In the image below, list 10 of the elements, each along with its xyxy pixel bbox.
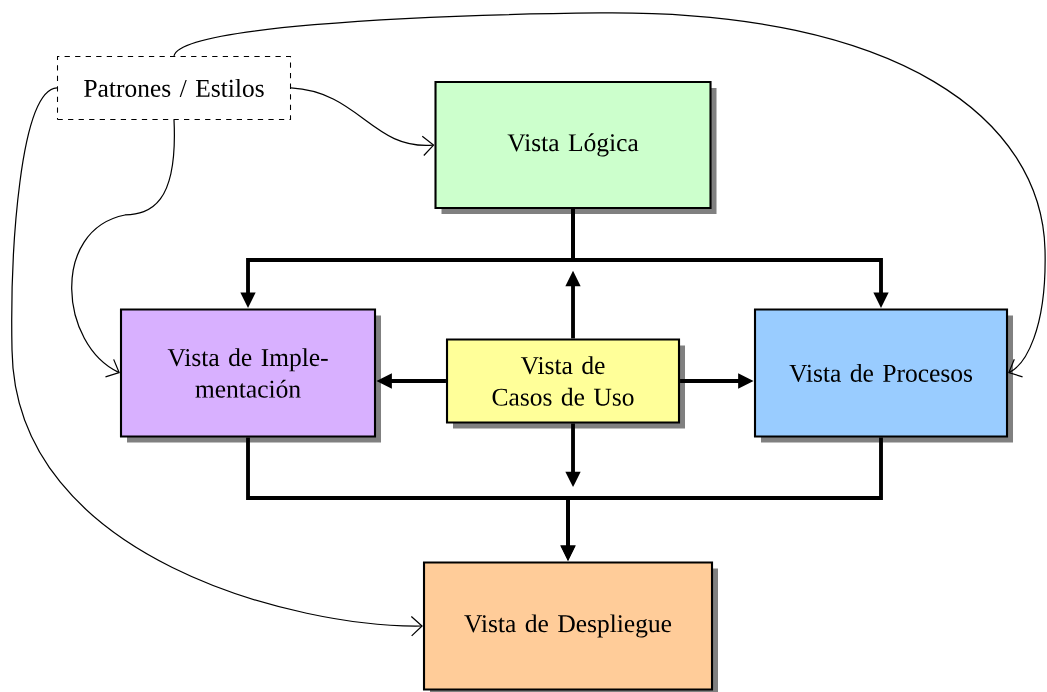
view-box: Vista de Procesos xyxy=(753,308,1013,443)
view-box: Vista de Despliegue xyxy=(422,561,718,692)
arrow xyxy=(11,87,423,637)
arrow xyxy=(71,119,175,378)
view-box: Vista de Casos de Uso xyxy=(445,338,685,429)
arrow xyxy=(290,87,435,157)
view-box: Vista Lógica xyxy=(434,80,717,214)
arrow xyxy=(173,12,1046,378)
dashed-box: Patrones / Estilos xyxy=(57,55,292,120)
view-box: Vista de Imple- mentación xyxy=(119,308,381,443)
